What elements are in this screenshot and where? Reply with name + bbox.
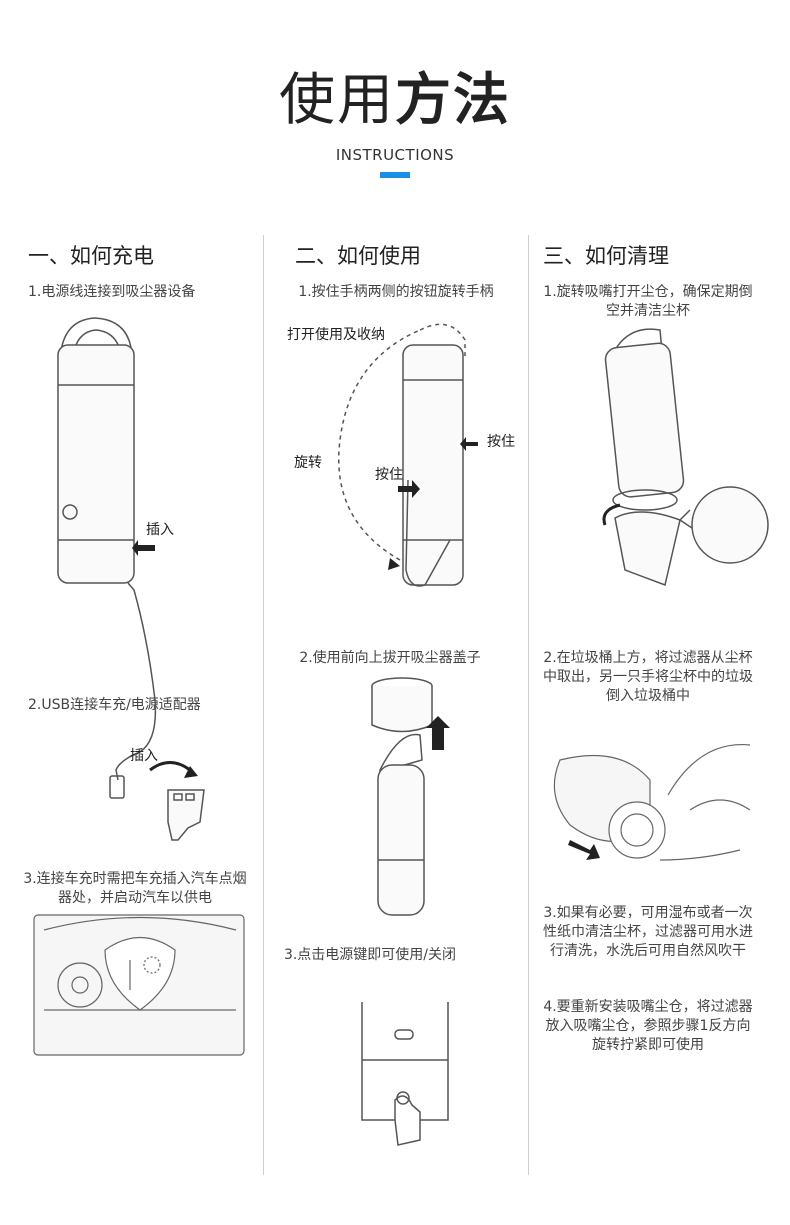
- column-heading-charge: 一、如何充电: [28, 244, 154, 268]
- column-heading-clean: 三、如何清理: [543, 244, 669, 268]
- page-subtitle: INSTRUCTIONS: [335, 146, 455, 164]
- insert-label-2: 插入: [130, 748, 158, 764]
- column-divider: [263, 235, 264, 1175]
- column-divider: [528, 235, 529, 1175]
- page-title: 使用方法: [0, 55, 790, 136]
- title-bold: 方法: [395, 68, 511, 133]
- clean-step-4: 4.要重新安装吸嘴尘仓，将过滤器放入吸嘴尘仓，参照步骤1反方向旋转拧紧即可使用: [543, 999, 753, 1053]
- insert-label-1: 插入: [146, 522, 174, 538]
- hold-label-left: 按住: [375, 467, 403, 483]
- use-step-2: 2.使用前向上拔开吸尘器盖子: [299, 650, 481, 666]
- use-step-1: 1.按住手柄两侧的按钮旋转手柄: [298, 284, 494, 300]
- clean-step-2: 2.在垃圾桶上方，将过滤器从尘杯中取出，另一只手将尘杯中的垃圾倒入垃圾桶中: [543, 650, 753, 704]
- charge-step-3: 3.连接车充时需把车充插入汽车点烟器处，并启动汽车以供电: [23, 871, 247, 906]
- clean-step-3: 3.如果有必要，可用湿布或者一次性纸巾清洁尘杯，过滤器可用水进行清洗，水洗后可用…: [543, 905, 753, 959]
- hold-label-right: 按住: [487, 434, 515, 450]
- open-store-label: 打开使用及收纳: [287, 327, 385, 343]
- use-step-3: 3.点击电源键即可使用/关闭: [283, 947, 457, 963]
- title-light: 使用: [279, 68, 395, 133]
- rotate-label: 旋转: [294, 455, 322, 471]
- clean-step-1: 1.旋转吸嘴打开尘仓，确保定期倒空并清洁尘杯: [543, 284, 753, 319]
- charge-step-1: 1.电源线连接到吸尘器设备: [28, 284, 196, 300]
- accent-bar: [380, 172, 410, 178]
- charge-step-2: 2.USB连接车充/电源适配器: [28, 697, 201, 713]
- column-heading-use: 二、如何使用: [295, 244, 421, 268]
